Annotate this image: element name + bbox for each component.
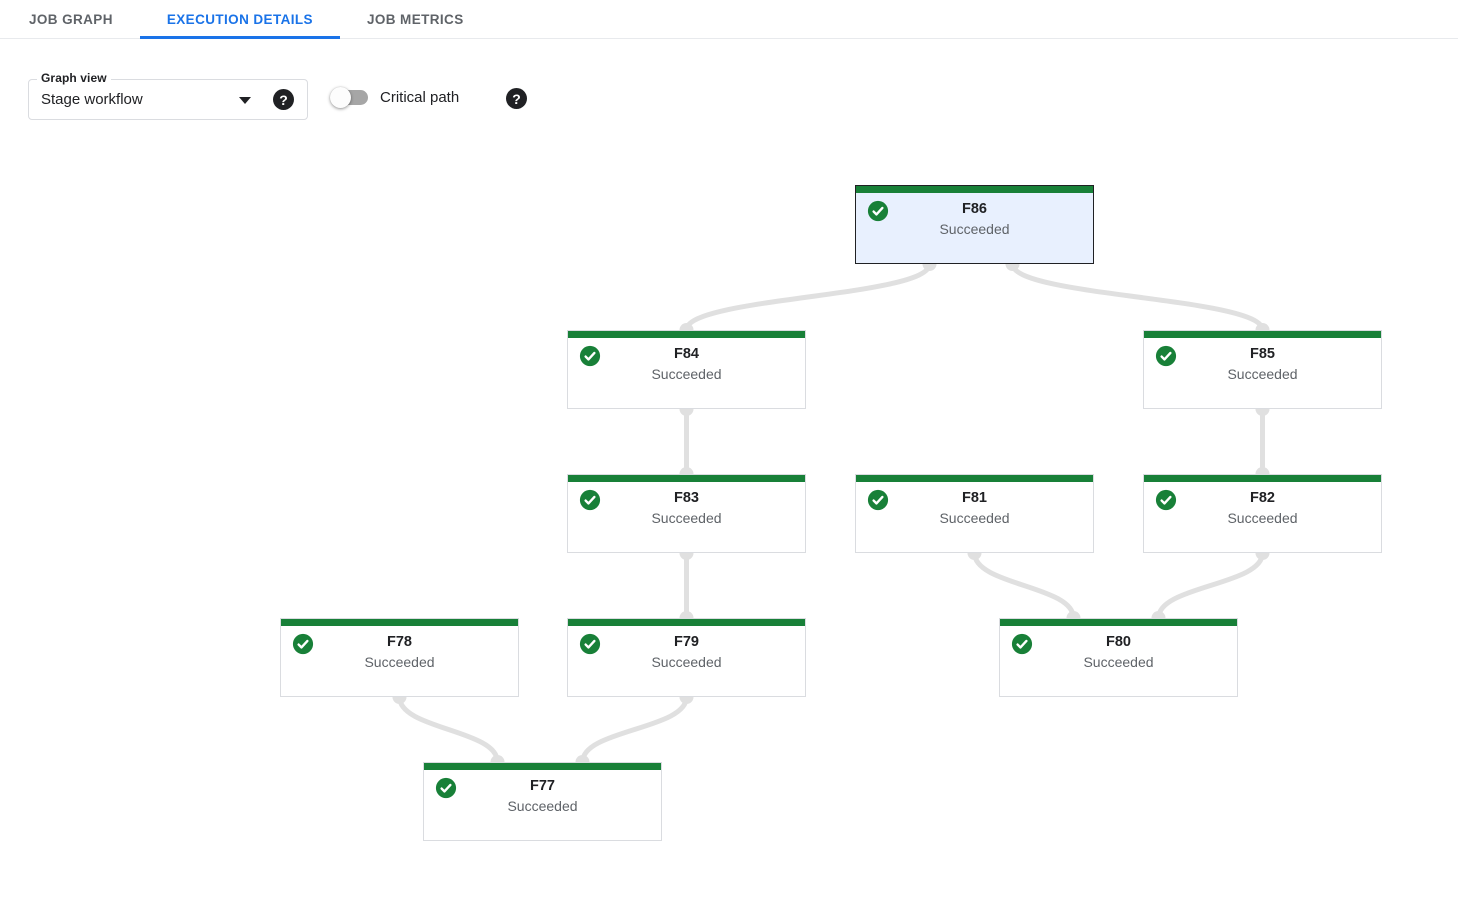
help-icon[interactable]: ? xyxy=(273,89,294,110)
tab-job-metrics[interactable]: JOB METRICS xyxy=(366,11,464,27)
stage-status: Succeeded xyxy=(939,221,1010,237)
stage-status: Succeeded xyxy=(651,366,722,382)
edge-F82-F80 xyxy=(1156,552,1265,619)
stage-status: Succeeded xyxy=(939,510,1010,526)
node-status-bar xyxy=(568,331,805,338)
stage-name: F84 xyxy=(674,346,699,362)
node-status-bar xyxy=(856,186,1093,193)
edge-F86-F84 xyxy=(684,263,932,331)
edge-F81-F80 xyxy=(972,552,1076,619)
stage-name: F81 xyxy=(962,490,987,506)
check-circle-icon xyxy=(292,633,314,655)
critical-path-toggle[interactable] xyxy=(330,86,368,108)
stage-name: F77 xyxy=(530,778,555,794)
stage-status: Succeeded xyxy=(651,654,722,670)
graph-toolbar: Graph view Stage workflow ? Critical pat… xyxy=(0,40,1458,130)
check-circle-icon xyxy=(1155,489,1177,511)
stage-status: Succeeded xyxy=(364,654,435,670)
check-circle-icon xyxy=(1011,633,1033,655)
graph-view-label: Graph view xyxy=(37,71,111,85)
node-status-bar xyxy=(281,619,518,626)
check-circle-icon xyxy=(435,777,457,799)
stage-name: F80 xyxy=(1106,634,1131,650)
critical-path-control: Critical path xyxy=(330,86,459,108)
critical-path-label: Critical path xyxy=(380,88,460,106)
node-status-bar xyxy=(568,475,805,482)
graph-view-selected-value: Stage workflow xyxy=(41,91,143,108)
stage-status: Succeeded xyxy=(507,798,578,814)
edge-F86-F85 xyxy=(1010,263,1265,331)
stage-name: F85 xyxy=(1250,346,1275,362)
tab-bar: JOB GRAPH EXECUTION DETAILS JOB METRICS xyxy=(0,0,1458,39)
node-status-bar xyxy=(856,475,1093,482)
edge-F78-F77 xyxy=(397,696,500,763)
node-status-bar xyxy=(1000,619,1237,626)
stage-name: F86 xyxy=(962,201,987,217)
stage-status: Succeeded xyxy=(1227,366,1298,382)
check-circle-icon xyxy=(867,200,889,222)
check-circle-icon xyxy=(579,489,601,511)
check-circle-icon xyxy=(579,345,601,367)
node-status-bar xyxy=(1144,475,1381,482)
graph-view-select[interactable]: Graph view Stage workflow ? xyxy=(28,71,308,120)
check-circle-icon xyxy=(579,633,601,655)
tab-job-graph[interactable]: JOB GRAPH xyxy=(29,11,113,27)
tab-execution-details[interactable]: EXECUTION DETAILS xyxy=(139,0,340,39)
stage-name: F82 xyxy=(1250,490,1275,506)
node-status-bar xyxy=(424,763,661,770)
check-circle-icon xyxy=(1155,345,1177,367)
stage-status: Succeeded xyxy=(651,510,722,526)
check-circle-icon xyxy=(867,489,889,511)
stage-name: F78 xyxy=(387,634,412,650)
stage-status: Succeeded xyxy=(1227,510,1298,526)
node-status-bar xyxy=(568,619,805,626)
node-status-bar xyxy=(1144,331,1381,338)
stage-name: F83 xyxy=(674,490,699,506)
stage-status: Succeeded xyxy=(1083,654,1154,670)
stage-name: F79 xyxy=(674,634,699,650)
help-icon[interactable]: ? xyxy=(506,88,527,109)
toggle-knob xyxy=(330,87,351,108)
edge-F79-F77 xyxy=(580,696,689,763)
dropdown-arrow-icon xyxy=(239,97,251,104)
